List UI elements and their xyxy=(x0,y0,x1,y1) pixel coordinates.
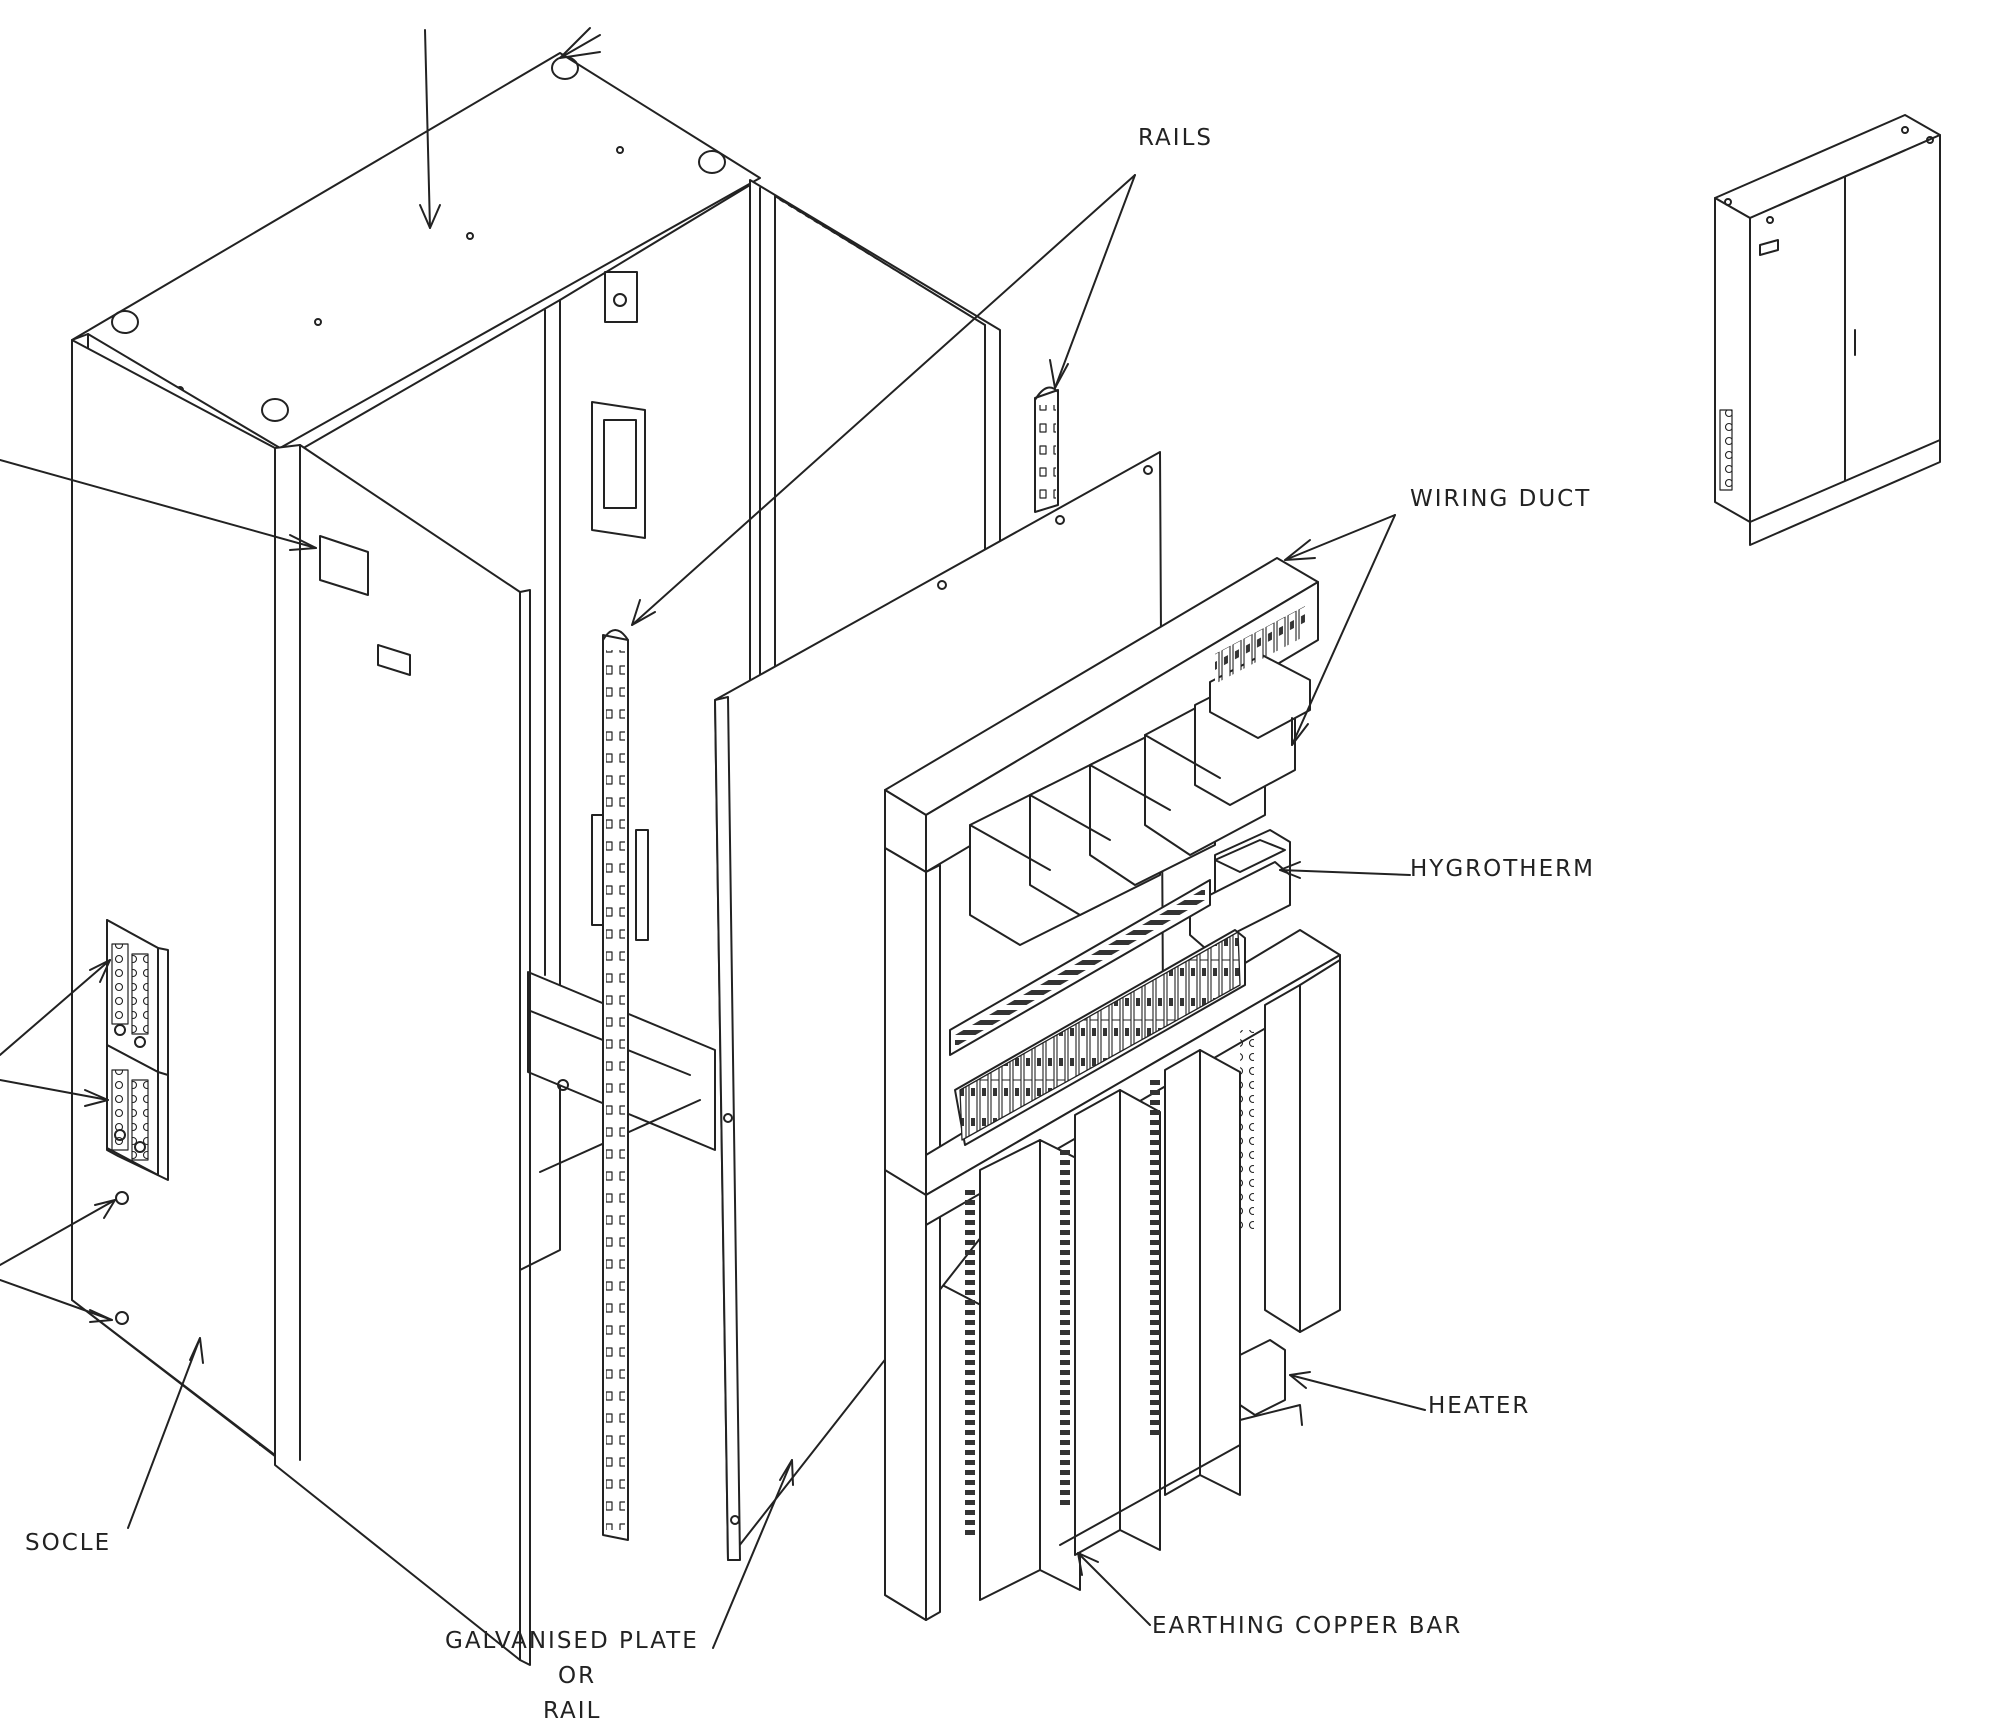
label-galvanised-or: OR xyxy=(558,1663,596,1689)
label-rails: RAILS xyxy=(1138,125,1213,151)
label-socle: SOCLE xyxy=(25,1530,111,1556)
keypad-lower xyxy=(106,1044,169,1181)
mounting-rail xyxy=(602,629,629,1541)
top-eyebolt xyxy=(698,150,726,174)
terminal-modules xyxy=(969,671,1296,946)
side-screw xyxy=(115,1311,129,1325)
side-screw xyxy=(115,1191,129,1205)
earthing-bar xyxy=(1059,1444,1241,1546)
label-galvanised-plate: GALVANISED PLATE xyxy=(445,1628,699,1654)
side-panel xyxy=(71,339,276,1456)
leader-lines xyxy=(0,27,1426,1649)
label-hygrotherm: HYGROTHERM xyxy=(1410,856,1595,882)
label-wiring-duct: WIRING DUCT xyxy=(1410,486,1591,512)
label-galvanised-rail: RAIL xyxy=(543,1698,601,1724)
terminal-strip xyxy=(954,929,1246,1146)
door-label-plate xyxy=(319,535,369,596)
keypad-upper xyxy=(106,919,169,1081)
label-heater: HEATER xyxy=(1428,1393,1530,1419)
top-eyebolt xyxy=(111,310,139,334)
assembled-cabinet-thumbnail xyxy=(1714,114,1941,546)
heater-unit xyxy=(1239,1339,1303,1426)
front-door xyxy=(274,444,531,1666)
top-eyebolt xyxy=(261,398,289,422)
door-lock-badge xyxy=(377,644,411,676)
mounting-rail-rear xyxy=(1034,386,1059,513)
vertical-ducts xyxy=(884,1030,1254,1621)
label-earthing-copper-bar: EARTHING COPPER BAR xyxy=(1152,1613,1462,1639)
front-frame xyxy=(884,557,1341,1621)
terminal-block-top xyxy=(1209,606,1311,739)
